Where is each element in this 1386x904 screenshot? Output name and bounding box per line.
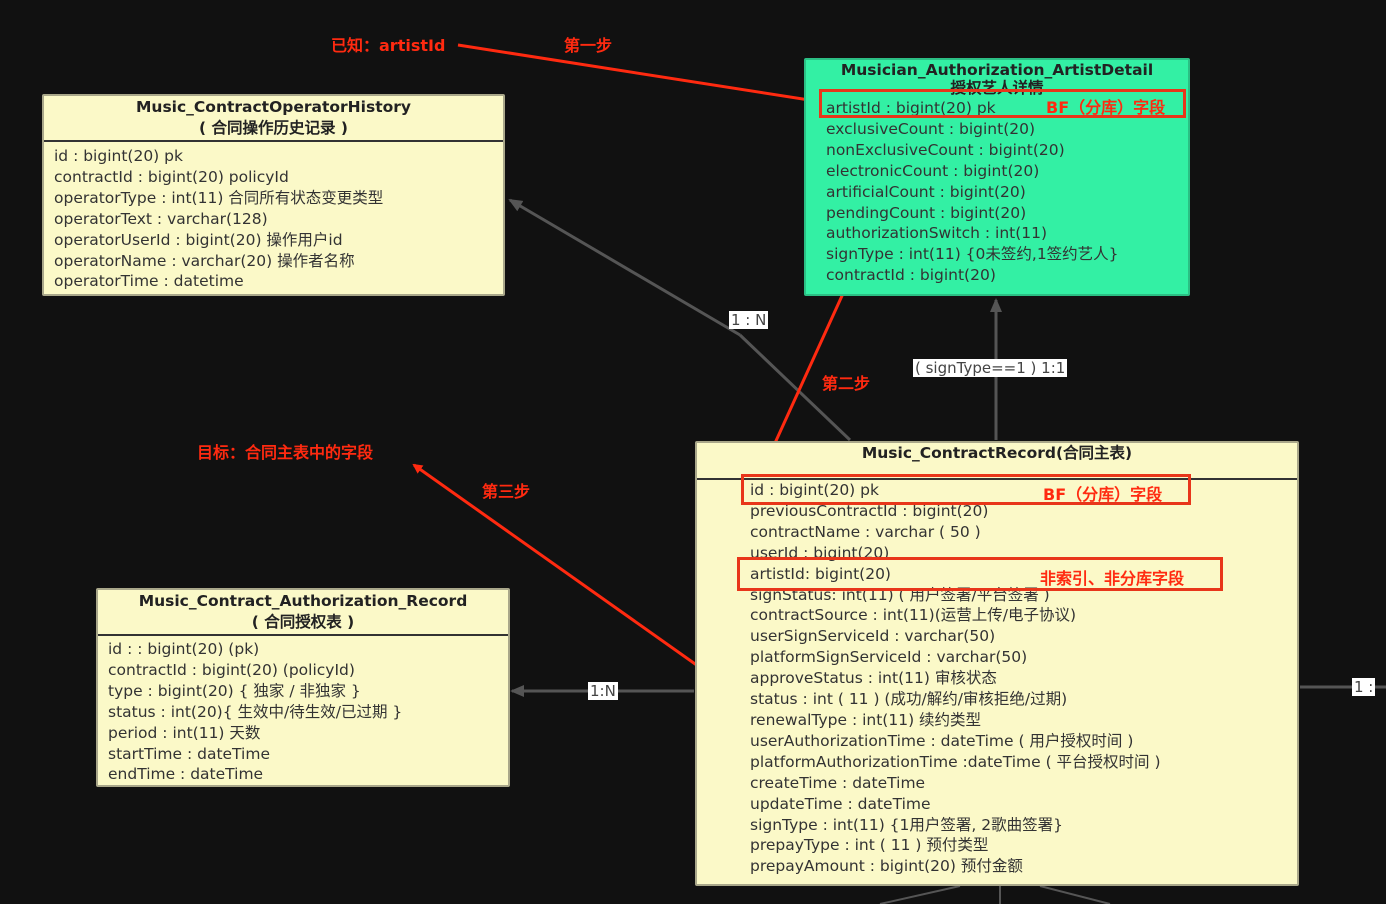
field-row: signType : int(11) {0未签约,1签约艺人} — [826, 245, 1119, 264]
entity-contract-operator-history[interactable]: Music_ContractOperatorHistory ( 合同操作历史记录… — [42, 94, 505, 296]
annotation-bf-record: BF（分库）字段 — [1043, 485, 1163, 504]
field-row: approveStatus : int(11) 审核状态 — [750, 669, 997, 688]
field-row: status : int(20){ 生效中/待生效/已过期 } — [108, 702, 403, 721]
field-row: id : bigint(20) pk — [750, 481, 879, 499]
annotation-step3: 第三步 — [482, 482, 531, 501]
highlight-record-artist-id — [737, 557, 1223, 591]
entity-subtitle: ( 合同操作历史记录 ) — [199, 119, 348, 137]
field-row: nonExclusiveCount : bigint(20) — [826, 140, 1065, 159]
annotation-step2: 第二步 — [822, 374, 871, 393]
entity-contract-record[interactable]: Music_ContractRecord(合同主表) id : bigint(2… — [695, 441, 1299, 886]
field-row: userAuthorizationTime : dateTime ( 用户授权时… — [750, 731, 1134, 750]
field-row: period : int(11) 天数 — [108, 723, 261, 742]
entity-subtitle: ( 合同授权表 ) — [251, 613, 355, 631]
step1-arrow — [457, 43, 824, 106]
field-row: contractId : bigint(20) policyId — [54, 167, 289, 186]
field-row: electronicCount : bigint(20) — [826, 161, 1040, 180]
field-row: platformAuthorizationTime :dateTime ( 平台… — [750, 752, 1161, 771]
field-row: status : int ( 11 ) (成功/解约/审核拒绝/过期) — [750, 690, 1068, 709]
field-row: operatorName : varchar(20) 操作者名称 — [54, 251, 355, 270]
entity-title: Music_ContractRecord(合同主表) — [861, 444, 1133, 462]
annotation-bf-artist: BF（分库）字段 — [1046, 98, 1166, 117]
field-row: endTime : dateTime — [108, 765, 264, 784]
entity-title: Music_ContractOperatorHistory — [135, 98, 411, 116]
field-row: previousContractId : bigint(20) — [750, 501, 989, 520]
field-row: startTime : dateTime — [108, 744, 270, 763]
field-row: artistId : bigint(20) pk — [826, 99, 996, 117]
relation-label-artist: ( signType==1 ) 1:1 — [913, 359, 1068, 377]
annotation-step1: 第一步 — [564, 36, 613, 55]
field-row: id : bigint(20) pk — [54, 147, 183, 165]
relation-line-history — [508, 198, 741, 337]
field-row: contractSource : int(11)(运营上传/电子协议) — [750, 606, 1077, 625]
entity-contract-authorization-record[interactable]: Music_Contract_Authorization_Record ( 合同… — [96, 588, 510, 787]
field-row: operatorTime : datetime — [54, 272, 244, 291]
relation-label-history: 1 : N — [729, 311, 769, 329]
relation-label-auth: 1:N — [588, 682, 618, 700]
field-row: pendingCount : bigint(20) — [826, 203, 1027, 222]
field-row: contractId : bigint(20) (policyId) — [108, 660, 355, 679]
field-row: signType : int(11) {1用户签署, 2歌曲签署} — [750, 815, 1063, 834]
annotation-target: 目标：合同主表中的字段 — [197, 443, 374, 462]
field-list: id : bigint(20) pk previousContractId : … — [697, 480, 1297, 877]
step3-arrow — [412, 463, 747, 702]
field-row: id : : bigint(20) (pk) — [108, 640, 260, 658]
field-row: prepayAmount : bigint(20) 预付金额 — [750, 857, 1023, 876]
field-row: renewalType : int(11) 续约类型 — [750, 710, 982, 729]
field-row: updateTime : dateTime — [750, 794, 931, 813]
highlight-record-id — [741, 474, 1191, 505]
entity-title: Musician_Authorization_ArtistDetail — [840, 61, 1154, 79]
annotation-known: 已知：artistId — [331, 36, 446, 55]
field-row: userSignServiceId : varchar(50) — [750, 627, 996, 646]
field-row: operatorUserId : bigint(20) 操作用户id — [54, 230, 343, 249]
field-row: contractName : varchar ( 50 ) — [750, 522, 981, 541]
field-row: authorizationSwitch : int(11) — [826, 224, 1048, 243]
field-list: id : : bigint(20) (pk) contractId : bigi… — [98, 636, 508, 785]
highlight-artist-id — [819, 89, 1186, 118]
field-list: artistId : bigint(20) pk exclusiveCount … — [806, 98, 1188, 286]
field-list: id : bigint(20) pk contractId : bigint(2… — [44, 142, 503, 292]
field-row: platformSignServiceId : varchar(50) — [750, 648, 1028, 667]
entity-artist-detail[interactable]: Musician_Authorization_ArtistDetail 授权艺人… — [804, 58, 1190, 296]
field-row: type : bigint(20) { 独家 / 非独家 } — [108, 681, 361, 700]
field-row: artificialCount : bigint(20) — [826, 182, 1026, 201]
annotation-non-index: 非索引、非分库字段 — [1040, 569, 1185, 588]
entity-header: Musician_Authorization_ArtistDetail 授权艺人… — [806, 60, 1188, 98]
field-row: contractId : bigint(20) — [826, 266, 996, 285]
entity-subtitle: 授权艺人详情 — [950, 79, 1044, 97]
field-row: prepayType : int ( 11 ) 预付类型 — [750, 836, 989, 855]
entity-header: Music_ContractRecord(合同主表) — [697, 443, 1297, 480]
field-row: artistId: bigint(20) — [750, 564, 891, 583]
field-row: operatorText : varchar(128) — [54, 209, 268, 228]
entity-header: Music_Contract_Authorization_Record ( 合同… — [98, 590, 508, 636]
field-row: operatorType : int(11) 合同所有状态变更类型 — [54, 188, 384, 207]
relation-label-right: 1 : — [1352, 678, 1376, 696]
entity-title: Music_Contract_Authorization_Record — [138, 592, 468, 610]
entity-header: Music_ContractOperatorHistory ( 合同操作历史记录… — [44, 96, 503, 142]
field-row: exclusiveCount : bigint(20) — [826, 119, 1036, 138]
field-row: createTime : dateTime — [750, 773, 926, 792]
